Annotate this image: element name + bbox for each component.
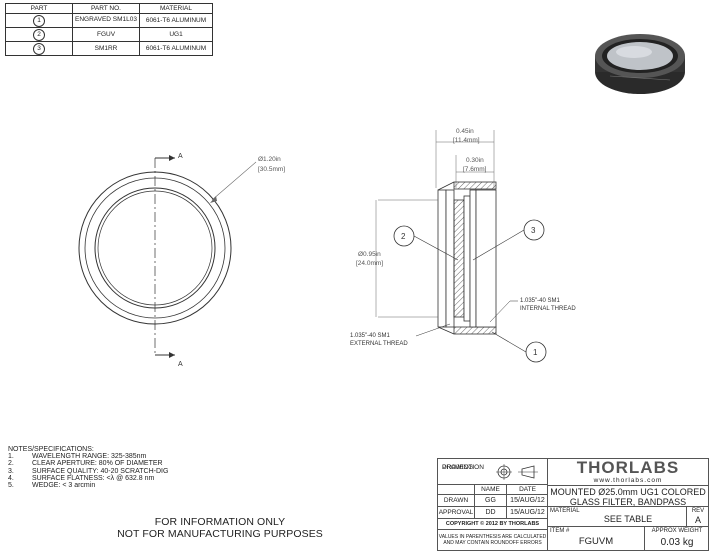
approval-label: APPROVAL: [438, 509, 474, 516]
aperture-inch-label: Ø0.95in: [358, 251, 381, 258]
rev-label: REV: [691, 508, 705, 514]
material-cell: UG1: [139, 27, 213, 42]
description-line2: GLASS FILTER, BANDPASS: [569, 497, 687, 507]
drawn-date: 15/AUG/12: [506, 495, 548, 507]
item-label: ITEM #: [550, 528, 570, 534]
balloon-2-label: 2: [401, 232, 406, 241]
description-line1: MOUNTED Ø25.0mm UG1 COLORED: [550, 487, 706, 497]
approval-name: DD: [474, 507, 506, 519]
drawn-label: DRAWN: [443, 497, 469, 504]
thorlabs-logo: THORLABS: [576, 458, 680, 477]
width-inch-label: 0.45in: [456, 128, 474, 135]
material-value: SEE TABLE: [603, 514, 653, 524]
table-row: 3 SM1RR 6061-T6 ALUMINUM: [5, 41, 213, 56]
thorlabs-url: www.thorlabs.com: [593, 477, 663, 484]
approval-date: 15/AUG/12: [506, 507, 548, 519]
section-label-top: A: [178, 153, 183, 160]
parts-header-part-no: PART NO.: [72, 3, 140, 14]
list-item: 3.SURFACE QUALITY: 40-20 SCRATCH-DIG: [8, 467, 169, 475]
material-cell: 6061-T6 ALUMINUM: [139, 41, 213, 56]
date-header: DATE: [506, 485, 548, 495]
list-item: 2.CLEAR APERTURE: 80% OF DIAMETER: [8, 460, 163, 468]
internal-thread-line1: 1.035"-40 SM1: [520, 298, 560, 304]
section-view-drawing: 0.45in [11.4mm] 0.30in [7.6mm] Ø0.95in […: [350, 128, 576, 363]
part-no-cell: FGUV: [72, 27, 140, 42]
internal-thread-line2: INTERNAL THREAD: [520, 306, 576, 312]
disclaimer-footer: FOR INFORMATION ONLY NOT FOR MANUFACTURI…: [105, 516, 335, 540]
external-thread-line2: EXTERNAL THREAD: [350, 341, 408, 347]
projection-line2: PROJECTION: [442, 464, 484, 471]
table-row: 2 FGUV UG1: [5, 27, 213, 42]
aperture-mm-label: [24.0mm]: [356, 260, 383, 267]
footer-line1: FOR INFORMATION ONLY: [154, 516, 286, 528]
projection-symbol-icon: [496, 464, 538, 480]
notes-title: NOTES/SPECIFICATIONS:: [8, 446, 94, 453]
list-item: 5.WEDGE: < 3 arcmin: [8, 482, 96, 490]
notes-block: NOTES/SPECIFICATIONS: 1.WAVELENGTH RANGE…: [8, 446, 168, 489]
material-label: MATERIAL: [550, 508, 580, 514]
diameter-inch-label: Ø1.20in: [258, 156, 281, 163]
inner-mm-label: [7.6mm]: [463, 166, 487, 173]
item-value: FGUVM: [578, 536, 614, 547]
section-label-bottom: A: [178, 361, 183, 368]
part-no-cell: ENGRAVED SM1L03: [72, 13, 140, 28]
balloon-1-label: 1: [533, 348, 538, 357]
weight-label: APPROX WEIGHT: [651, 528, 703, 534]
balloon-3-label: 3: [531, 226, 536, 235]
inner-inch-label: 0.30in: [466, 157, 484, 164]
list-item: 1.WAVELENGTH RANGE: 325-385nm: [8, 453, 147, 461]
parts-table: PART PART NO. MATERIAL 1 ENGRAVED SM1L03…: [5, 3, 213, 56]
diameter-mm-label: [30.5mm]: [258, 166, 285, 173]
part-balloon: 3: [33, 42, 45, 55]
front-view-drawing: A A Ø1.20in [30.5mm]: [78, 153, 285, 368]
list-item: 4.SURFACE FLATNESS: <λ @ 632.8 nm: [8, 474, 155, 482]
rev-value: A: [694, 515, 701, 525]
part-no-cell: SM1RR: [72, 41, 140, 56]
product-render-image: [595, 34, 685, 94]
parts-table-header: PART PART NO. MATERIAL: [5, 3, 213, 14]
external-thread-line1: 1.035"-40 SM1: [350, 333, 390, 339]
parts-header-material: MATERIAL: [139, 3, 213, 14]
part-balloon: 1: [33, 14, 45, 27]
title-block: DRAWING PROJECTION NAME DATE DRAWN GG 15…: [437, 458, 709, 551]
copyright-text: COPYRIGHT © 2012 BY THORLABS: [438, 519, 548, 530]
disclaimer-line2: AND MAY CONTAIN ROUNDOFF ERRORS: [443, 540, 542, 546]
name-header: NAME: [474, 485, 506, 495]
table-row: 1 ENGRAVED SM1L03 6061-T6 ALUMINUM: [5, 13, 213, 28]
material-cell: 6061-T6 ALUMINUM: [139, 13, 213, 28]
weight-value: 0.03 kg: [660, 537, 694, 548]
width-mm-label: [11.4mm]: [453, 137, 480, 144]
footer-line2: NOT FOR MANUFACTURING PURPOSES: [117, 528, 323, 540]
projection-line1: DRAWING: [442, 464, 474, 471]
part-balloon: 2: [33, 28, 45, 41]
disclaimer-line1: VALUES IN PARENTHESIS ARE CALCULATED: [438, 534, 547, 540]
drawn-name: GG: [474, 495, 506, 507]
parts-header-part: PART: [5, 3, 73, 14]
